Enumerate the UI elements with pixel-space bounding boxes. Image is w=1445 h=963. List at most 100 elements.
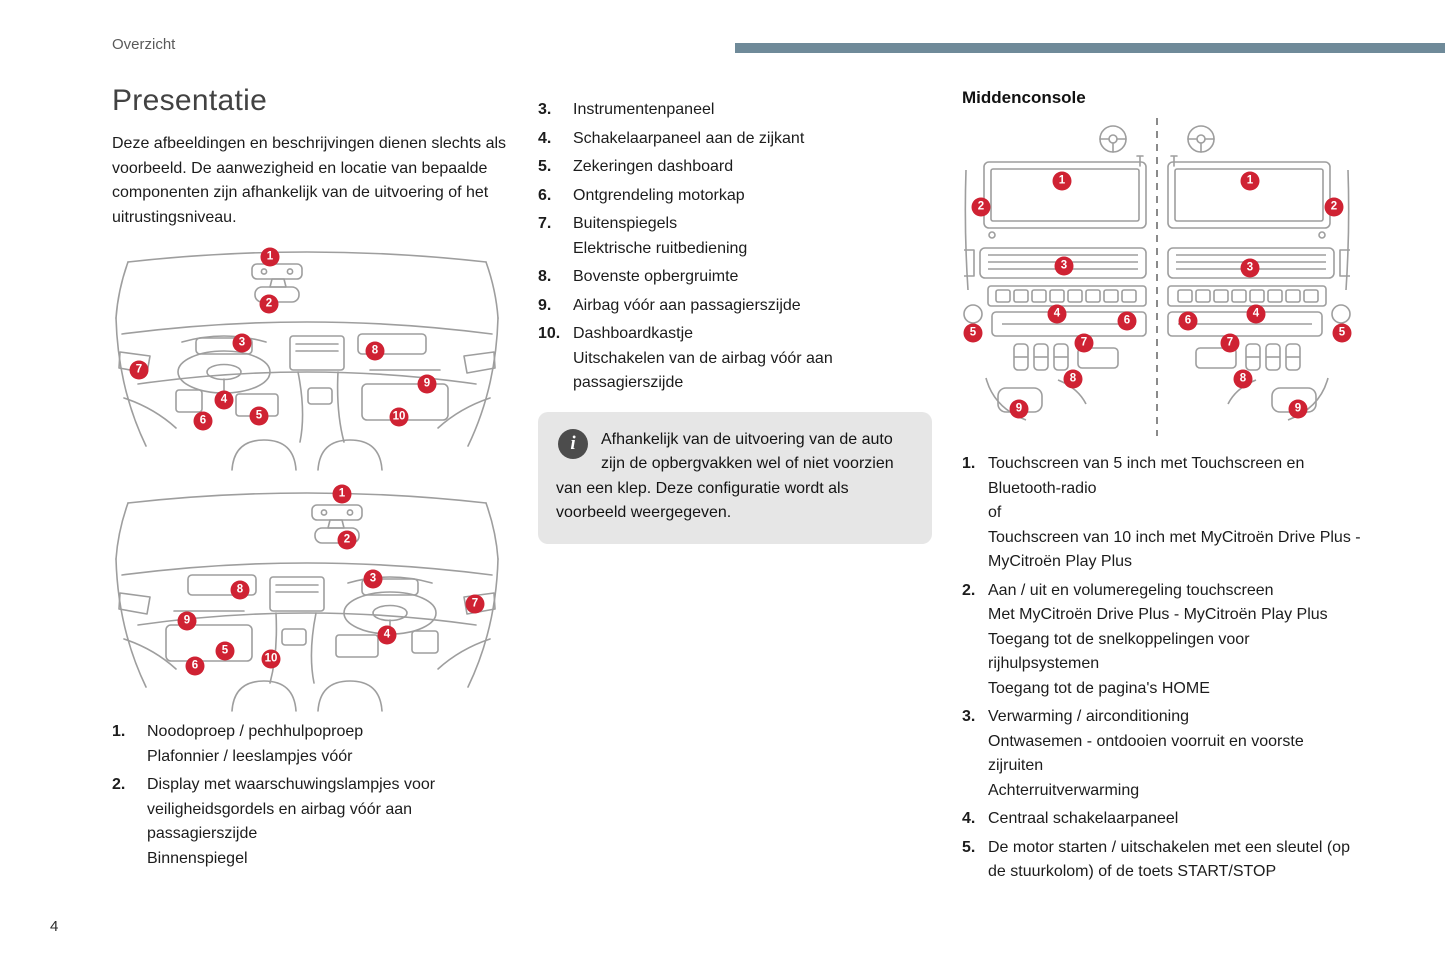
ignition-key-icon: [1136, 155, 1178, 167]
legend-item-line: Plafonnier / leeslampjes vóór: [147, 747, 353, 765]
info-icon: i: [558, 428, 588, 459]
callout-badge-9: 9: [177, 611, 197, 631]
callout-badge-1: 1: [1240, 171, 1260, 191]
legend-item-line: Touchscreen van 10 inch met MyCitroën Dr…: [988, 528, 1361, 571]
legend-item-number: 4.: [538, 129, 552, 147]
callout-badge-2: 2: [337, 530, 357, 550]
legend-item-number: 9.: [538, 296, 552, 314]
legend-list-console: 1. Touchscreen van 5 inch met Touchscreen…: [962, 452, 1362, 885]
legend-item-line: Verwarming / airconditioning: [988, 708, 1189, 725]
legend-item-line: De motor starten / uitschakelen met een …: [988, 838, 1350, 881]
callout-badge-3: 3: [1054, 256, 1074, 276]
callout-badge-8: 8: [230, 580, 250, 600]
legend-item: 9. Airbag vóór aan passagierszijde: [538, 294, 932, 319]
legend-item-line: Bovenste opbergruimte: [573, 268, 739, 285]
legend-list-3-10: 3.Instrumentenpaneel 4. Schakelaarpaneel a…: [538, 98, 932, 396]
legend-item: 5.Zekeringen dashboard: [538, 155, 932, 180]
callout-badge-7: 7: [129, 360, 149, 380]
legend-item-number: 1.: [962, 455, 976, 472]
legend-item-number: 3.: [962, 708, 976, 725]
legend-item-number: 3.: [538, 101, 552, 118]
legend-item-text: Centraal schakelaarpaneel: [988, 807, 1362, 832]
intro-paragraph: Deze afbeeldingen en beschrijvingen dien…: [112, 135, 507, 226]
legend-item-line: Centraal schakelaarpaneel: [988, 810, 1179, 827]
info-box: i Afhankelijk van de uitvoering van de a…: [538, 411, 932, 544]
legend-item-number: 4.: [962, 810, 976, 827]
dashboard-line-art: [115, 251, 499, 471]
legend-item: 4. Schakelaarpaneel aan de zijkant: [538, 127, 932, 152]
legend-item-text: Schakelaarpaneel aan de zijkant: [573, 127, 932, 152]
legend-item-number: 7.: [538, 215, 552, 232]
legend-item-line: Toegang tot de snelkoppelingen voor rijh…: [988, 630, 1250, 673]
legend-item: 3.Instrumentenpaneel: [538, 98, 932, 123]
legend-item: 1. Touchscreen van 5 inch met Touchscreen…: [962, 452, 1362, 575]
info-text: Afhankelijk van de uitvoering van de aut…: [556, 430, 894, 522]
callout-badge-10: 10: [389, 407, 409, 427]
callout-badge-9: 9: [1009, 399, 1029, 419]
middle-column: 3.Instrumentenpaneel 4. Schakelaarpaneel a…: [538, 98, 932, 544]
legend-item-line: Noodoproep / pechhulpoproep: [147, 723, 364, 740]
legend-item-line: Achterruitverwarming: [988, 781, 1140, 799]
callout-badge-5: 5: [249, 406, 269, 426]
callout-badge-1: 1: [332, 484, 352, 504]
legend-item-line: Uitschakelen van de airbag vóór aan pass…: [573, 349, 833, 392]
callout-badge-8: 8: [1063, 369, 1083, 389]
callout-badge-5: 5: [215, 641, 235, 661]
legend-item-text: Bovenste opbergruimte: [573, 265, 932, 290]
callout-badge-5: 5: [1332, 323, 1352, 343]
legend-item-line: Met MyCitroën Drive Plus - MyCitroën Pla…: [988, 606, 1328, 623]
callout-badge-6: 6: [193, 411, 213, 431]
legend-item-line: Touchscreen van 5 inch met Touchscreen e…: [988, 455, 1305, 497]
callout-badge-8: 8: [365, 341, 385, 361]
legend-item-text: Touchscreen van 5 inch met Touchscreen e…: [988, 452, 1362, 575]
legend-item-line: Ontgrendeling motorkap: [573, 186, 745, 204]
callout-badge-8: 8: [1233, 369, 1253, 389]
legend-item-text: Ontgrendeling motorkap: [573, 184, 932, 209]
callout-badge-4: 4: [214, 390, 234, 410]
callout-badge-2: 2: [971, 197, 991, 217]
callout-badge-4: 4: [377, 625, 397, 645]
callout-badge-3: 3: [1240, 258, 1260, 278]
right-column: Middenconsole: [962, 88, 1362, 889]
callout-badge-7: 7: [1074, 333, 1094, 353]
callout-badge-3: 3: [363, 569, 383, 589]
callout-badge-6: 6: [185, 656, 205, 676]
legend-item-line: Display met waarschuwingslampjes voor ve…: [147, 776, 436, 842]
callout-badge-4: 4: [1246, 304, 1266, 324]
callout-badge-4: 4: [1047, 304, 1067, 324]
steering-wheel-icon: [1187, 125, 1215, 153]
legend-item-line: Airbag vóór aan passagierszijde: [573, 296, 801, 314]
legend-item-line: Toegang tot de pagina's HOME: [988, 679, 1210, 697]
legend-item-number: 1.: [112, 723, 126, 740]
legend-item: 2.Aan / uit en volumeregeling touchscree…: [962, 579, 1362, 702]
callout-badge-5: 5: [963, 323, 983, 343]
callout-badge-10: 10: [261, 649, 281, 669]
callout-badge-7: 7: [1220, 333, 1240, 353]
legend-item-line: Aan / uit en volumeregeling touchscreen: [988, 581, 1274, 599]
legend-item-text: Display met waarschuwingslampjes voor ve…: [147, 773, 508, 871]
section-header: Overzicht: [112, 36, 176, 53]
callout-badge-9: 9: [1288, 399, 1308, 419]
legend-item: 6.Ontgrendeling motorkap: [538, 184, 932, 209]
left-column: Presentatie Deze afbeeldingen en beschri…: [112, 84, 508, 875]
legend-item: 8.Bovenste opbergruimte: [538, 265, 932, 290]
page-title: Presentatie: [112, 84, 268, 117]
callout-badge-3: 3: [232, 333, 252, 353]
legend-item-line: Zekeringen dashboard: [573, 158, 734, 175]
callout-badge-7: 7: [465, 594, 485, 614]
dashboard-line-art-mirrored: [115, 492, 499, 712]
section-title-middenconsole: Middenconsole: [962, 88, 1086, 107]
legend-item-line: Ontwasemen - ontdooien voorruit en voors…: [988, 732, 1304, 775]
callout-badge-1: 1: [260, 247, 280, 267]
callout-badge-9: 9: [417, 374, 437, 394]
